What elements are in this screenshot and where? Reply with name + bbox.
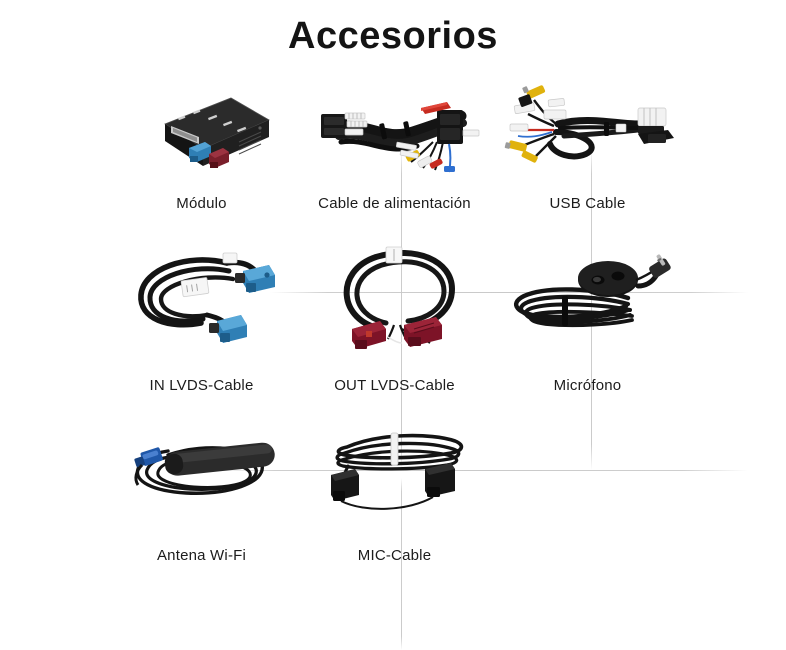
connector-blue [133, 447, 163, 468]
accessory-cell-in-lvds-cable[interactable]: IN LVDS-Cable [105, 222, 298, 400]
accessory-cell-cable-de-alimentacion[interactable]: Cable de alimentación [298, 70, 491, 222]
accessory-label: Antena Wi-Fi [156, 547, 247, 564]
cable-de-alimentacion-figure [298, 70, 491, 195]
connector-red-right [403, 317, 442, 347]
spade-terminals [395, 129, 479, 159]
module-box-icon [163, 97, 270, 168]
grid-divider-horizontal-1 [270, 292, 748, 293]
microphone-icon [514, 254, 671, 328]
connector-blue-lower [208, 315, 247, 343]
usb-cable-icon [504, 85, 674, 163]
accessory-label: Módulo [176, 195, 227, 212]
mic-cable-figure [298, 400, 491, 547]
mic-cable-icon [330, 432, 463, 510]
connector-black-left [330, 469, 359, 501]
microfono-figure [491, 222, 684, 377]
accessory-label: MIC-Cable [357, 547, 432, 564]
grid-divider-vertical-1 [401, 148, 402, 470]
connector-red [208, 148, 229, 168]
cable-label-tag [180, 252, 237, 298]
connector-white-cluster [344, 112, 367, 136]
page-title: Accesorios [288, 15, 498, 57]
usb-cable-figure [491, 70, 684, 195]
accessory-cell-usb-cable[interactable]: USB Cable [491, 70, 684, 222]
housing-white-cluster [509, 98, 566, 132]
out-lvds-cable-figure [298, 222, 491, 377]
rca-yellow-connectors [504, 85, 545, 163]
accessory-cell-microfono[interactable]: Micrófono [491, 222, 684, 400]
accessory-grid: Módulo [105, 70, 748, 650]
connector-block-right [436, 110, 463, 144]
connector-red [420, 102, 451, 114]
connector-black-right [424, 463, 455, 497]
accessory-cell-out-lvds-cable[interactable]: OUT LVDS-Cable [298, 222, 491, 400]
cable-label-tag [385, 246, 402, 264]
mic-head [578, 261, 638, 297]
grid-divider-vertical-2 [591, 148, 592, 470]
accessory-label: USB Cable [549, 195, 626, 212]
accessory-cell-antena-wifi[interactable]: Antena Wi-Fi [105, 400, 298, 582]
accessory-cell-modulo[interactable]: Módulo [105, 70, 298, 222]
accessory-cell-mic-cable[interactable]: MIC-Cable [298, 400, 491, 582]
accessory-label: Micrófono [553, 377, 622, 394]
grid-divider-horizontal-2 [210, 470, 748, 471]
connector-blue-upper [234, 265, 275, 293]
accessory-row: Antena Wi-Fi [105, 400, 685, 582]
accessory-row: Módulo [105, 70, 685, 222]
accessory-label: OUT LVDS-Cable [334, 377, 455, 394]
power-harness-cable-icon [320, 102, 479, 173]
connector-red-left [351, 321, 386, 349]
connector-block-left [320, 114, 347, 138]
audio-jack [635, 254, 671, 289]
antena-wifi-figure [105, 400, 298, 547]
antenna-body [164, 442, 275, 476]
accessory-label: IN LVDS-Cable [149, 377, 254, 394]
wifi-antenna-icon [133, 442, 275, 495]
out-lvds-cable-icon [343, 246, 455, 349]
modulo-figure [105, 70, 298, 195]
in-lvds-cable-figure [105, 222, 298, 377]
connector-blue [188, 142, 211, 162]
accessory-label: Cable de alimentación [318, 195, 471, 212]
connector-right [637, 107, 674, 144]
grid-divider-vertical-3 [401, 478, 402, 650]
in-lvds-cable-icon [137, 252, 275, 343]
accessory-row: IN LVDS-Cable [105, 222, 685, 400]
